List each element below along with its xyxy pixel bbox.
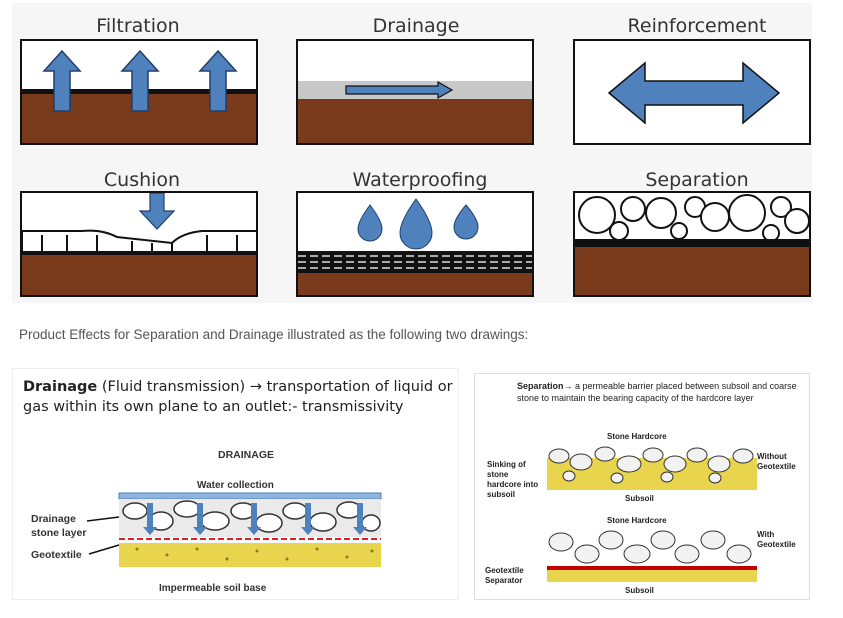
drainage-title: Drainage [372,15,460,37]
drainage-cross-section [118,492,382,567]
reinforcement-diagram [573,39,811,145]
filtration-title: Filtration [96,15,180,37]
without-geotextile-label: Without Geotextile [757,452,796,471]
filtration-diagram [20,39,258,145]
stone-hardcore-bottom-label: Stone Hardcore [607,516,667,525]
water-collection-label: Water collection [197,480,274,491]
subsoil-top-label: Subsoil [625,494,654,503]
drainage-heading-rest: (Fluid transmission) → transportation of… [23,379,453,415]
geotextile-label: Geotextile [31,549,82,561]
sinking-label: Sinking of stone hardcore into subsoil [487,460,539,499]
separation-title: Separation [645,169,749,191]
waterproofing-title: Waterproofing [352,169,488,191]
cushion-diagram [20,191,258,297]
drainage-drawing: Drainage (Fluid transmission) → transpor… [12,368,459,600]
drainage-heading: Drainage (Fluid transmission) → transpor… [23,377,453,417]
separation-heading-rest: a permeable barrier placed between subso… [517,381,797,403]
drainage-heading-bold: Drainage [23,379,98,395]
drainage-stone-layer-label: Drainage stone layer [31,513,87,539]
geotextile-functions-panel: Filtration Drainage Reinforcement [12,3,812,303]
separation-diagram [573,191,811,297]
stone-hardcore-top-label: Stone Hardcore [607,432,667,441]
cushion-title: Cushion [103,169,181,191]
label-pointers [86,516,120,555]
waterproofing-diagram [296,191,534,297]
separation-heading-bold: Separation→ [517,381,573,391]
impermeable-soil-base-label: Impermeable soil base [159,583,267,594]
caption-text: Product Effects for Separation and Drain… [19,327,529,342]
with-geotextile-label: With Geotextile [757,530,796,549]
separation-heading: Separation→ a permeable barrier placed b… [517,380,807,404]
drainage-title: DRAINAGE [218,449,275,461]
reinforcement-title: Reinforcement [627,15,767,37]
subsoil-bottom-label: Subsoil [625,586,654,595]
geotextile-separator-label: Geotextile Separator [485,566,524,585]
separation-drawing: Separation→ a permeable barrier placed b… [474,373,810,600]
drainage-diagram [296,39,534,145]
without-geotextile-section [547,446,757,490]
with-geotextile-section [547,530,757,582]
